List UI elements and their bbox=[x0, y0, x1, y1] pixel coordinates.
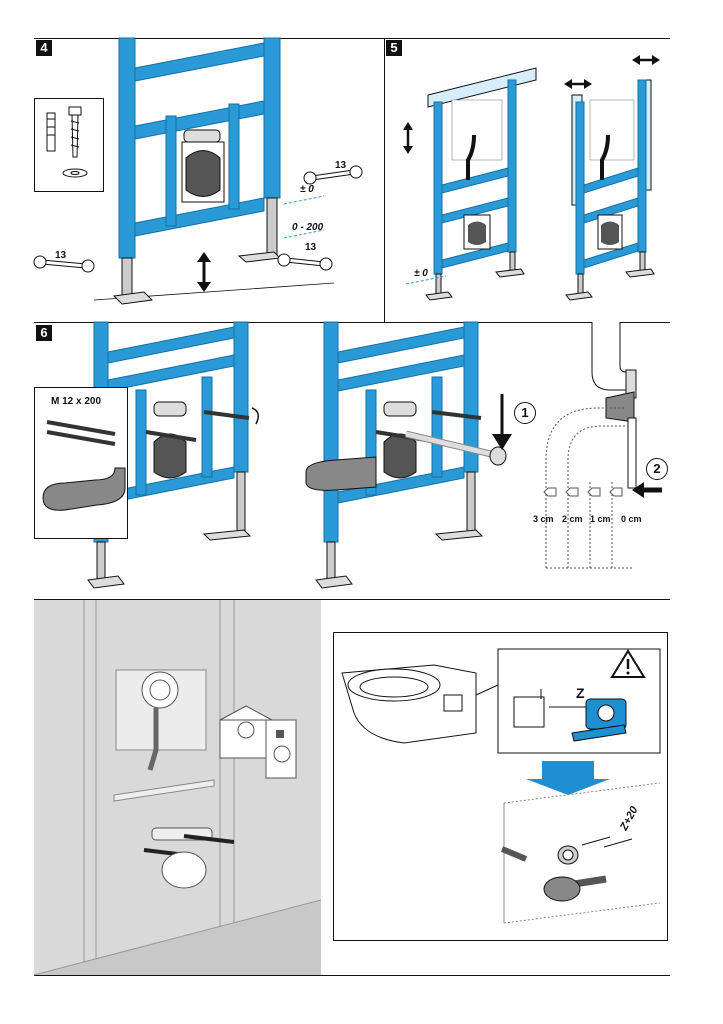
double-arrow-icon bbox=[197, 252, 211, 292]
distance-3cm: 3 cm bbox=[533, 514, 554, 524]
rule-row2 bbox=[34, 322, 670, 323]
double-arrow-icon bbox=[403, 122, 413, 154]
double-arrow-icon bbox=[632, 55, 660, 65]
bowl-measure-panel: Z Z+20 bbox=[333, 632, 668, 941]
rods-inset: M 12 x 200 bbox=[34, 387, 128, 539]
bowl-measure-illustration bbox=[341, 648, 661, 924]
wrench-size-top: 13 bbox=[335, 160, 347, 171]
down-arrow-icon bbox=[526, 761, 610, 795]
level-label-4: ± 0 bbox=[300, 184, 314, 195]
step-number-6: 6 bbox=[36, 325, 52, 341]
step6-side-profile bbox=[543, 322, 662, 569]
wrench-size-left: 13 bbox=[55, 250, 67, 261]
rod-size-label: M 12 x 200 bbox=[51, 396, 102, 407]
distance-0cm: 0 cm bbox=[621, 514, 642, 524]
step-number-5: 5 bbox=[386, 40, 402, 56]
callout-2: 2 bbox=[646, 458, 668, 480]
range-label-4: 0 - 200 bbox=[292, 222, 324, 233]
rule-row3 bbox=[34, 599, 670, 600]
warning-triangle-icon bbox=[610, 649, 646, 678]
step-number-4: 4 bbox=[36, 40, 52, 56]
callout-1: 1 bbox=[514, 402, 536, 424]
level-label-5: ± 0 bbox=[414, 268, 428, 279]
distance-2cm: 2 cm bbox=[562, 514, 583, 524]
dimension-z: Z bbox=[576, 685, 585, 701]
wall-installation-illustration bbox=[33, 600, 322, 976]
double-arrow-icon bbox=[564, 79, 592, 89]
distance-1cm: 1 cm bbox=[590, 514, 611, 524]
top-rule bbox=[34, 38, 670, 39]
wrench-icon bbox=[33, 255, 95, 273]
wrench-icon bbox=[277, 253, 333, 271]
step6-frame-b bbox=[305, 321, 512, 589]
rods-and-bend-icon bbox=[42, 420, 126, 511]
screws-icon bbox=[46, 106, 88, 178]
wall-installation-panel bbox=[33, 600, 322, 976]
bottom-rule bbox=[34, 975, 670, 976]
down-arrow-icon bbox=[492, 394, 512, 450]
divider-4-5 bbox=[384, 38, 385, 322]
step5-frames-illustration bbox=[403, 55, 660, 301]
left-arrow-icon bbox=[632, 482, 662, 498]
wrench-size-bottom: 13 bbox=[305, 242, 317, 253]
screws-inset bbox=[34, 98, 104, 192]
wrench-icon bbox=[303, 165, 363, 185]
step4-frame-illustration bbox=[33, 37, 363, 305]
